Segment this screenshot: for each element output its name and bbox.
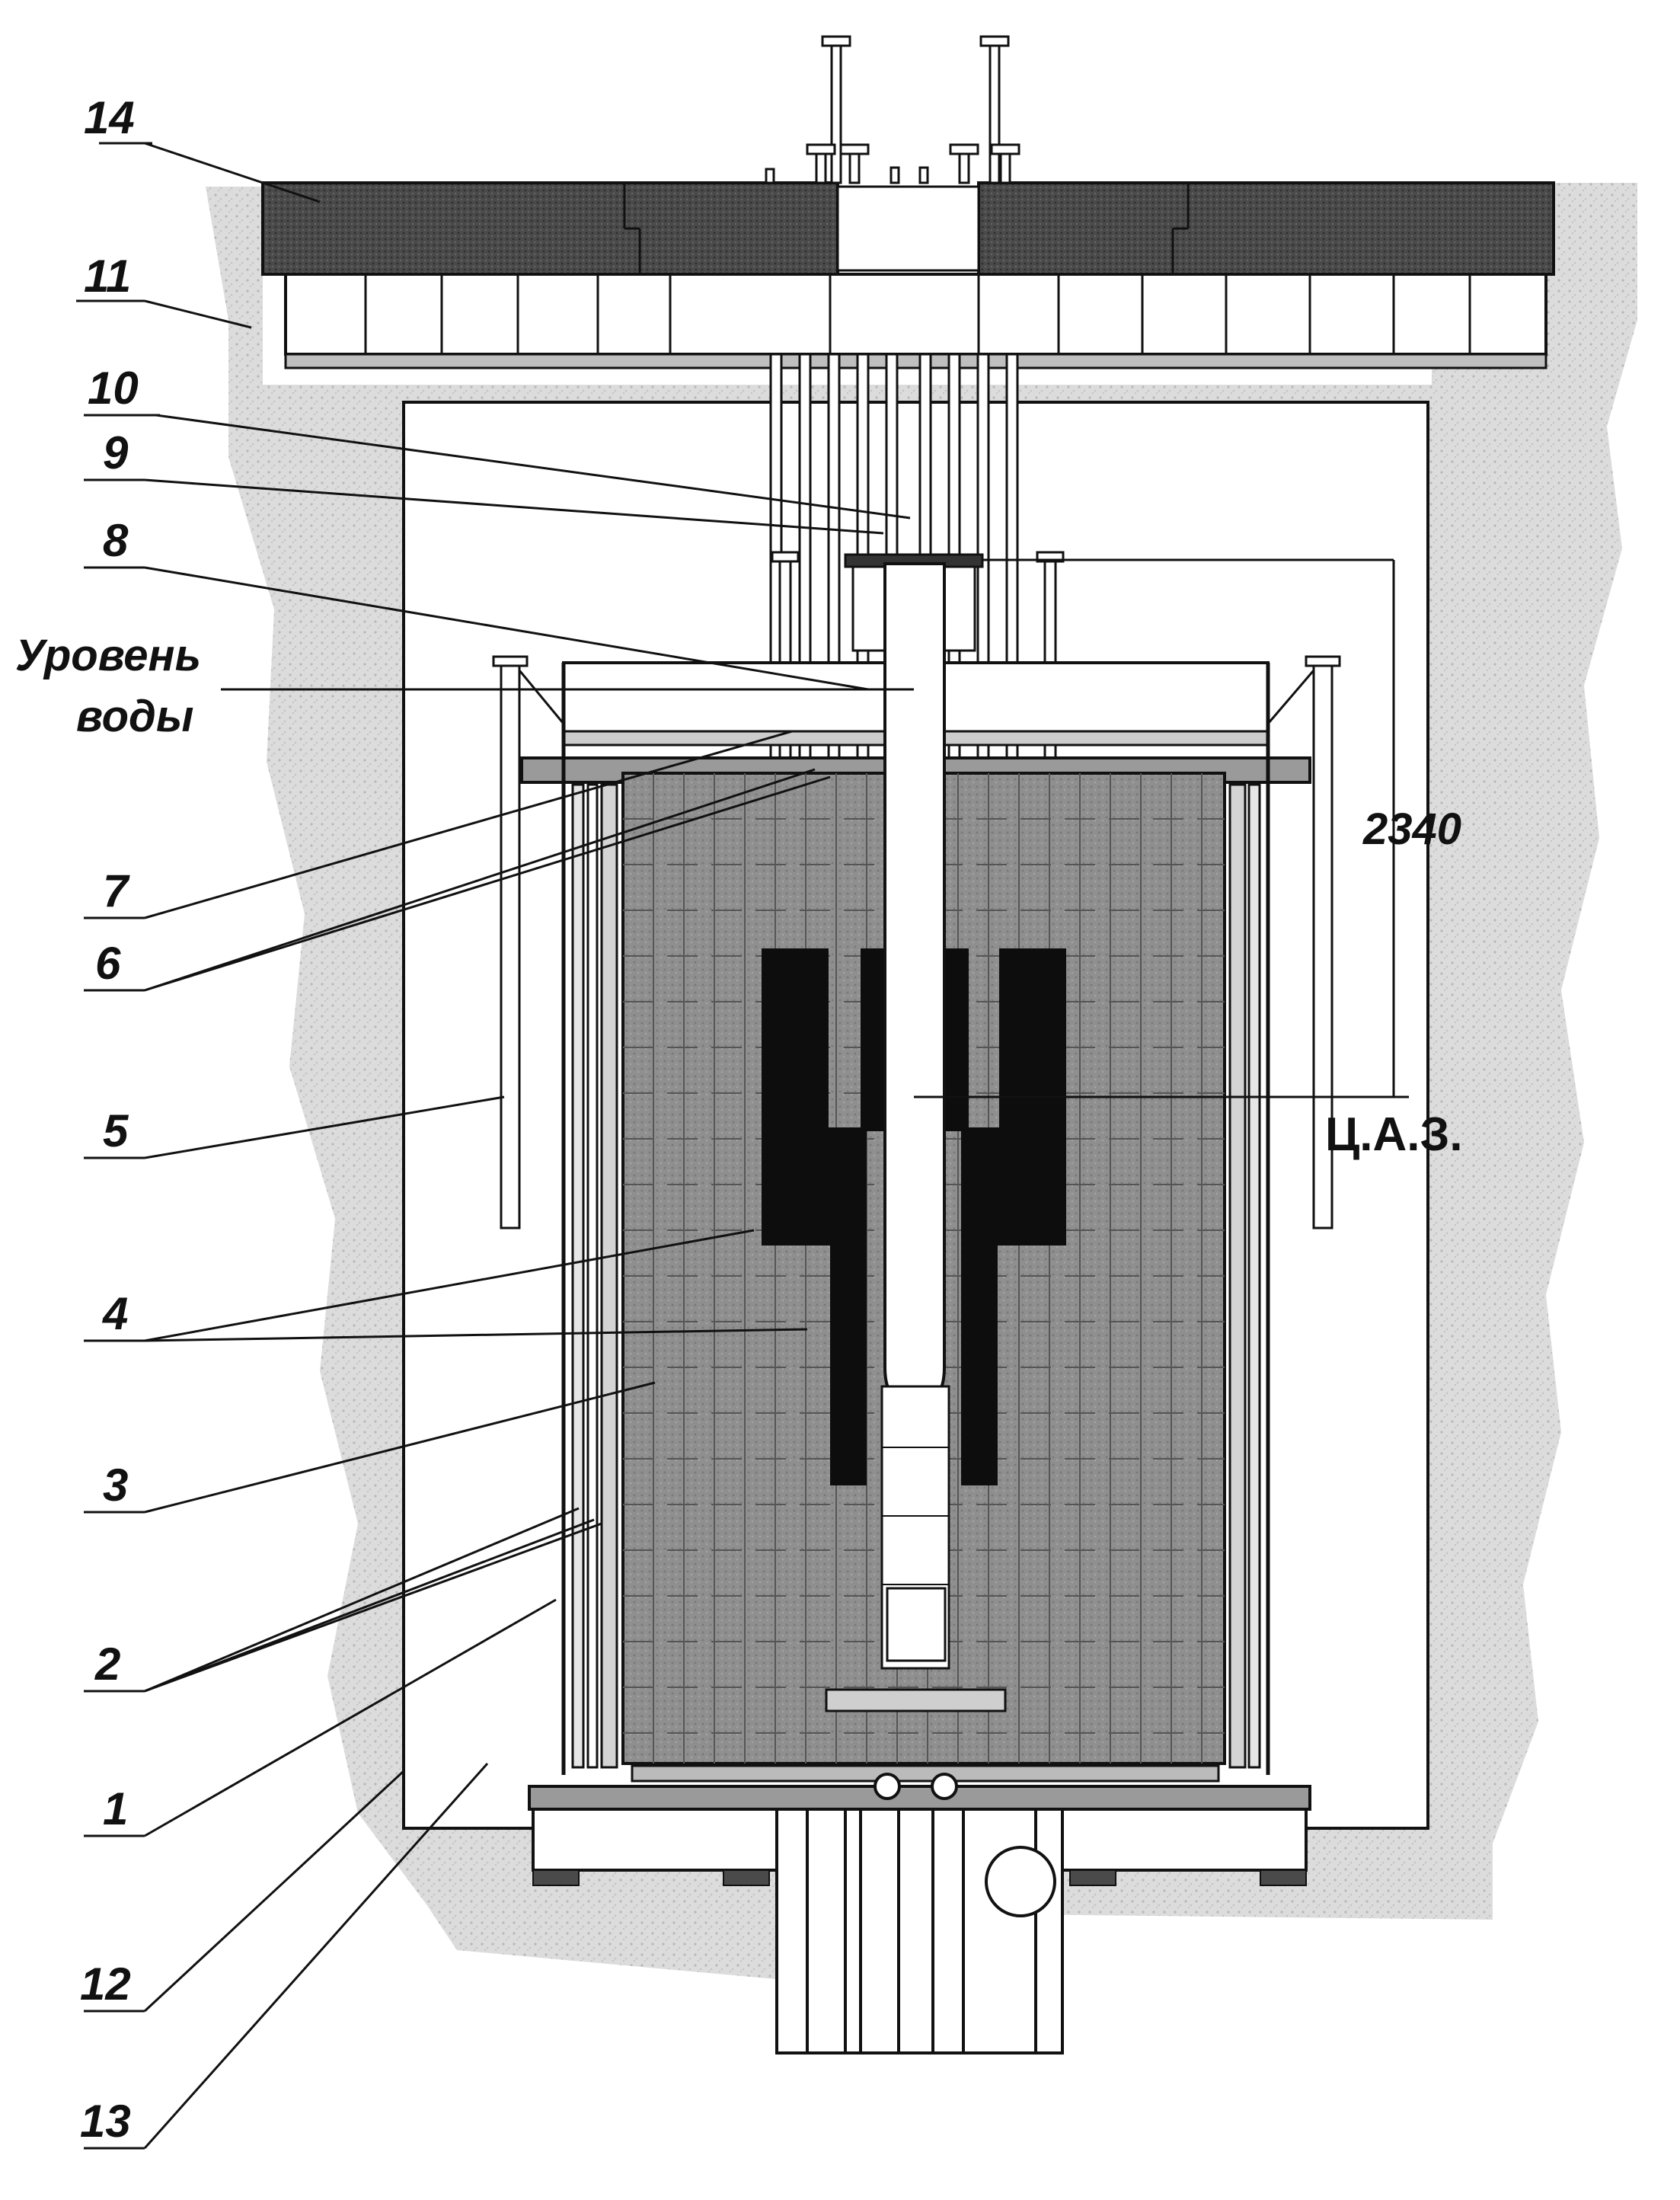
top-rods bbox=[765, 35, 1020, 184]
core-center-label: Ц.А.З. bbox=[1325, 1108, 1463, 1161]
central-channel-bottom bbox=[886, 1587, 947, 1662]
fuel-zone-inner-left bbox=[861, 948, 885, 1131]
bottom-shaft bbox=[775, 1808, 1064, 2055]
support-pads bbox=[532, 1869, 1307, 1886]
support-beam-left bbox=[532, 1808, 778, 1872]
spacer-plate bbox=[825, 1688, 1007, 1712]
beam-layer bbox=[284, 273, 1547, 356]
callout-3: 3 bbox=[103, 1460, 128, 1511]
bearing-plate bbox=[284, 353, 1547, 369]
beam-dividers bbox=[364, 274, 1471, 354]
callout-11: 11 bbox=[84, 251, 131, 302]
callout-5: 5 bbox=[103, 1105, 129, 1156]
reflector-shells bbox=[571, 783, 1261, 1769]
callout-4: 4 bbox=[102, 1288, 128, 1339]
callout-7: 7 bbox=[103, 865, 130, 916]
top-slab-center-plug bbox=[836, 185, 980, 272]
top-slab-right bbox=[977, 181, 1555, 276]
fuel-zone-right bbox=[961, 948, 1066, 1485]
fuel-zone-left bbox=[762, 948, 867, 1485]
bottom-valves bbox=[874, 1773, 1056, 1917]
top-slab-left bbox=[261, 181, 839, 276]
bottom-support-plate bbox=[528, 1785, 1311, 1811]
leader-lines bbox=[76, 142, 911, 2150]
dimension-label: 2340 bbox=[1362, 804, 1461, 854]
callout-2: 2 bbox=[94, 1639, 120, 1690]
water-level-label-line2: воды bbox=[76, 692, 193, 741]
callout-10: 10 bbox=[88, 363, 139, 414]
callout-13: 13 bbox=[80, 2096, 131, 2147]
fuel-zone-inner-right bbox=[944, 948, 969, 1131]
lower-grid-plate bbox=[631, 1764, 1220, 1783]
support-beam-right bbox=[1061, 1808, 1308, 1872]
side-tubes bbox=[492, 655, 1341, 1230]
dimension-line bbox=[914, 558, 1409, 1098]
callout-9: 9 bbox=[103, 427, 129, 478]
callout-12: 12 bbox=[80, 1959, 131, 2010]
callout-1: 1 bbox=[103, 1783, 128, 1834]
callout-14: 14 bbox=[84, 92, 135, 143]
callout-6: 6 bbox=[95, 938, 121, 989]
callout-8: 8 bbox=[103, 515, 129, 566]
water-level-label-line1: Уровень bbox=[15, 631, 201, 680]
